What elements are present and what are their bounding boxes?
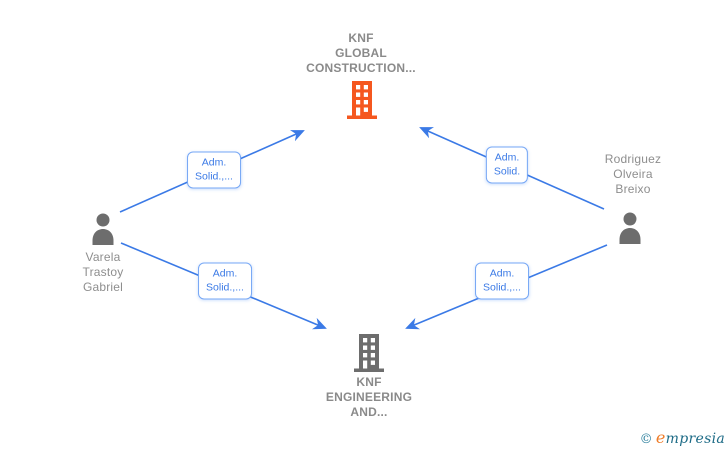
edge-label-left-top: Adm. Solid.,...: [187, 151, 241, 189]
edge-label-right-top: Adm. Solid.: [485, 146, 529, 184]
node-label-line: Varela: [85, 250, 121, 264]
edge-label-line: Solid.: [493, 165, 521, 177]
edge-label-line: Solid.,...: [195, 170, 233, 182]
node-label-line: Trastoy: [82, 265, 124, 279]
brand-name: mpresia: [665, 431, 725, 447]
node-label-company-knf-global[interactable]: KNF GLOBAL CONSTRUCTION...: [271, 31, 451, 76]
node-label-line: CONSTRUCTION...: [306, 61, 416, 75]
person-icon[interactable]: [89, 213, 117, 245]
edge-label-right-bottom: Adm. Solid.,...: [475, 262, 529, 300]
node-label-line: Olveira: [613, 167, 653, 181]
edge-label-line: Solid.,...: [206, 281, 244, 293]
edge-label-line: Adm.: [212, 267, 238, 280]
building-icon[interactable]: [353, 334, 385, 372]
building-icon[interactable]: [346, 81, 378, 119]
edge-label-line: Adm.: [489, 267, 515, 280]
node-label-line: ENGINEERING: [325, 390, 413, 404]
node-label-line: GLOBAL: [335, 46, 387, 60]
node-label-person-rodriguez[interactable]: Rodriguez Olveira Breixo: [573, 152, 693, 197]
edge-label-line: Adm.: [201, 156, 227, 169]
node-label-line: AND...: [350, 405, 388, 419]
node-label-line: Breixo: [615, 182, 651, 196]
copyright-icon: ©: [639, 432, 653, 447]
node-label-line: KNF: [356, 375, 382, 389]
edge-label-line: Solid.,...: [483, 281, 521, 293]
edge-label-left-bottom: Adm. Solid.,...: [198, 262, 252, 300]
node-label-person-varela[interactable]: Varela Trastoy Gabriel: [43, 250, 163, 295]
node-label-line: KNF: [348, 31, 374, 45]
node-label-line: Rodriguez: [604, 152, 662, 166]
empresia-watermark: ©empresia: [640, 428, 725, 447]
node-label-line: Gabriel: [82, 280, 124, 294]
edge-label-line: Adm.: [494, 151, 520, 164]
person-icon[interactable]: [616, 212, 644, 244]
brand-initial: e: [655, 428, 666, 447]
node-label-company-knf-engineering[interactable]: KNF ENGINEERING AND...: [279, 375, 459, 420]
